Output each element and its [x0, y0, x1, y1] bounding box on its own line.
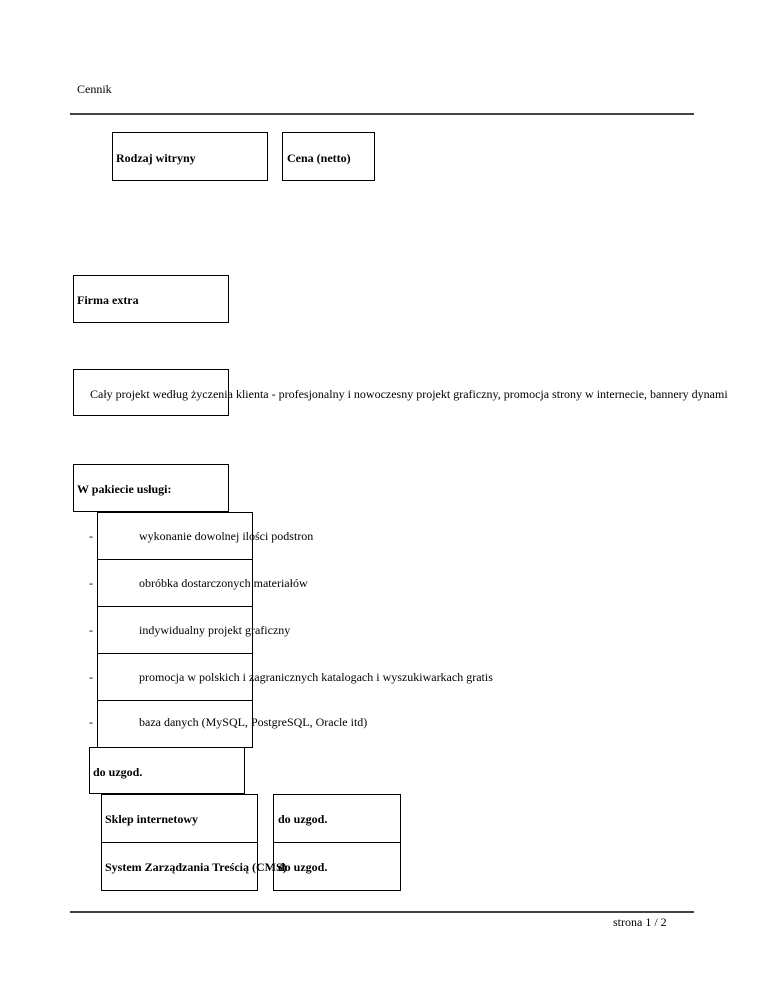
package-heading: W pakiecie usługi: — [77, 482, 172, 496]
header-divider — [70, 113, 694, 115]
section-price-cell: do uzgod. — [89, 747, 245, 794]
list-item: obróbka dostarczonych materiałów — [139, 576, 308, 590]
header-cell-price: Cena (netto) — [282, 132, 375, 181]
list-item: promocja w polskich i zagranicznych kata… — [139, 670, 493, 684]
column-header-type: Rodzaj witryny — [116, 151, 196, 165]
section-description: Cały projekt według życzenia klienta - p… — [90, 387, 728, 401]
header-cell-type: Rodzaj witryny — [112, 132, 268, 181]
list-bullet: - — [89, 576, 93, 590]
item-divider — [97, 653, 253, 654]
section-price: do uzgod. — [93, 765, 143, 779]
row-divider — [273, 842, 401, 843]
list-bullet: - — [89, 715, 93, 729]
row-divider — [101, 842, 258, 843]
package-heading-cell: W pakiecie usługi: — [73, 464, 229, 512]
description-cell — [73, 369, 229, 416]
item-divider — [97, 559, 253, 560]
item-divider — [97, 606, 253, 607]
section-name: Firma extra — [77, 293, 139, 307]
row-price: do uzgod. — [278, 812, 328, 826]
list-bullet: - — [89, 670, 93, 684]
list-bullet: - — [89, 529, 93, 543]
item-divider — [97, 700, 253, 701]
row-name: Sklep internetowy — [105, 812, 198, 826]
list-item: indywidualny projekt graficzny — [139, 623, 291, 637]
footer-divider — [70, 911, 694, 913]
row-price: do uzgod. — [278, 860, 328, 874]
page-number: strona 1 / 2 — [613, 915, 667, 929]
list-item: baza danych (MySQL, PostgreSQL, Oracle i… — [139, 715, 368, 729]
section-name-cell: Firma extra — [73, 275, 229, 323]
page-header-title: Cennik — [77, 82, 112, 96]
column-header-price: Cena (netto) — [287, 151, 351, 165]
row-name: System Zarządzania Treścią (CMS) — [105, 860, 287, 874]
list-bullet: - — [89, 623, 93, 637]
list-item: wykonanie dowolnej ilości podstron — [139, 529, 314, 543]
